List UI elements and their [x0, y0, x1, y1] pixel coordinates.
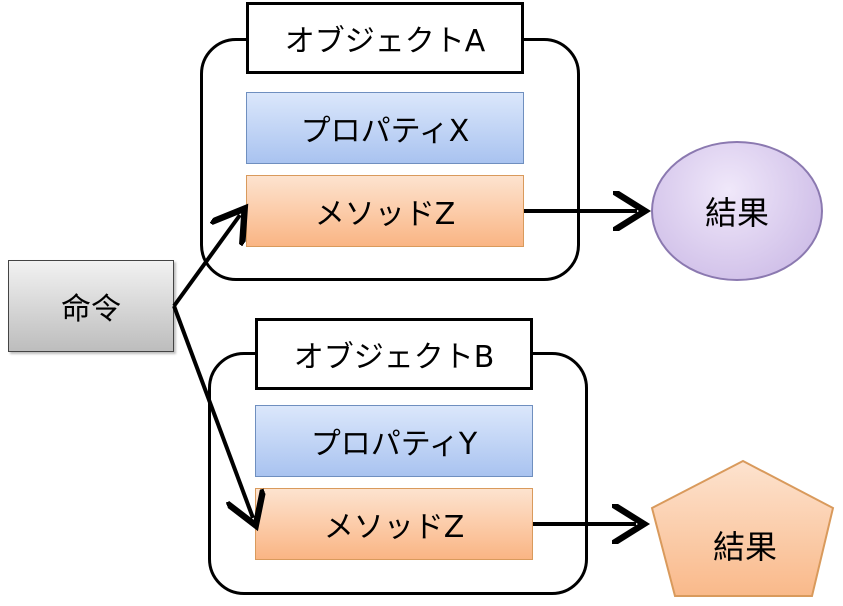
arrow-command-to-method-a — [172, 215, 240, 308]
object-a-property: プロパティX — [246, 92, 524, 164]
result-b-label: 結果 — [712, 528, 777, 566]
command-box: 命令 — [8, 260, 174, 352]
object-b-method: メソッドZ — [255, 488, 533, 560]
result-b-pentagon — [650, 459, 835, 597]
object-a-method: メソッドZ — [246, 175, 524, 247]
object-a-title: オブジェクトA — [246, 2, 524, 74]
arrow-command-to-method-b — [172, 305, 253, 518]
result-a-ellipse: 結果 — [651, 141, 823, 281]
object-b-title: オブジェクトB — [255, 318, 533, 390]
object-b-property: プロパティY — [255, 405, 533, 477]
